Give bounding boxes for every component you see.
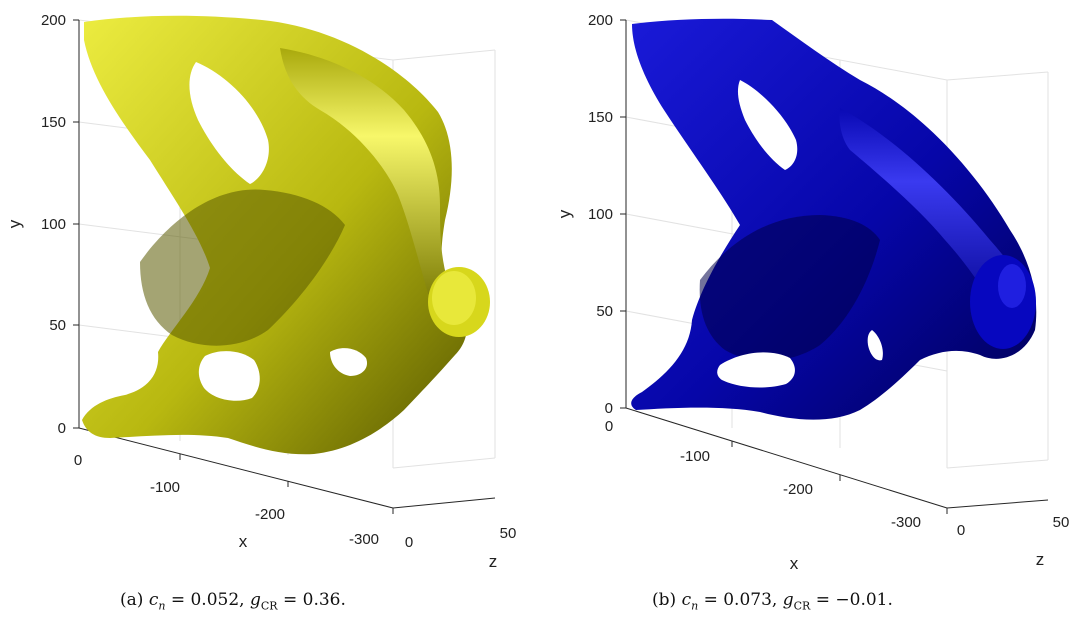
chart-panel-b: 200 150 100 50 0 0 -100 -200 -300 0 50 y… [555,12,1069,573]
x-tick-label: -100 [680,448,710,465]
y-tick-label: 0 [605,400,613,417]
y-tick-label: 200 [41,12,66,29]
z-axis-label-a: z [489,552,498,571]
caption-a-prefix: (a) [120,590,144,610]
y-tick-label: 100 [41,216,66,233]
caption-b-cn-sub: n [691,599,699,613]
caption-a-g-value: = 0.36. [282,590,346,610]
y-axis-label-b: y [555,209,574,218]
surface-b-hole-small [867,330,883,361]
surface-a-hole-lower [198,351,260,401]
surface-a-hole-small [330,348,368,376]
x-tick-label: -200 [255,506,285,523]
caption-b-cn-symbol: c [681,590,692,610]
x-tick-label: -100 [150,479,180,496]
y-tick-labels-a: 200 150 100 50 0 [41,12,66,437]
x-tick-label: -300 [349,531,379,548]
y-tick-label: 0 [58,420,66,437]
x-axis-label-a: x [239,532,248,551]
z-tick-labels-a: 0 50 [405,525,517,551]
caption-a-cn-symbol: c [148,590,159,610]
y-tick-label: 200 [588,12,613,29]
y-tick-label: 50 [49,317,66,334]
caption-b-g-symbol: g [782,590,794,610]
x-tick-label: 0 [74,452,82,469]
z-tick-label: 50 [500,525,517,542]
x-tick-labels-a: 0 -100 -200 -300 [74,452,379,548]
caption-a-g-sub: CR [260,599,278,613]
surface-a [82,15,490,455]
caption-a-g-symbol: g [249,590,261,610]
z-axis-label-b: z [1036,550,1045,569]
surface-b-shadow [699,215,880,361]
axis-lines-a [73,19,496,514]
surface-a-tube [280,48,448,300]
caption-b-g-sub: CR [793,599,811,613]
x-tick-label: -200 [783,481,813,498]
x-tick-label: 0 [605,418,613,435]
y-tick-label: 50 [596,303,613,320]
figure-canvas: 200 150 100 50 0 0 -100 -200 -300 0 50 y… [5,12,1069,573]
caption-b-cn-value: = 0.073, [703,590,778,610]
caption-a: (a) cn = 0.052, gCR = 0.36. [120,590,346,612]
y-axis-label-a: y [5,219,24,228]
x-tick-label: -300 [891,514,921,531]
caption-b-g-value: = −0.01. [815,590,893,610]
z-tick-label: 0 [957,522,965,539]
y-tick-label: 150 [588,109,613,126]
y-tick-label: 100 [588,206,613,223]
surface-a-tube-end-highlight [432,271,476,325]
surface-b [631,18,1037,420]
chart-panel-a: 200 150 100 50 0 0 -100 -200 -300 0 50 y… [5,12,516,571]
caption-b-prefix: (b) [652,590,677,610]
y-tick-labels-b: 200 150 100 50 0 [588,12,613,417]
surface-b-tube-end-highlight [998,264,1026,308]
z-tick-labels-b: 0 50 [957,514,1070,539]
x-tick-labels-b: 0 -100 -200 -300 [605,418,921,531]
x-axis-label-b: x [790,554,799,573]
caption-b: (b) cn = 0.073, gCR = −0.01. [652,590,893,612]
caption-a-cn-sub: n [158,599,166,613]
z-tick-label: 50 [1053,514,1070,531]
caption-a-cn-value: = 0.052, [170,590,245,610]
surface-b-hole-upper [737,80,798,170]
y-tick-label: 150 [41,114,66,131]
surface-a-shadow [140,189,345,346]
surface-a-hole-upper [189,62,269,184]
axis-lines-b [620,19,1049,514]
z-tick-label: 0 [405,534,413,551]
surface-b-hole-lower [717,352,795,388]
